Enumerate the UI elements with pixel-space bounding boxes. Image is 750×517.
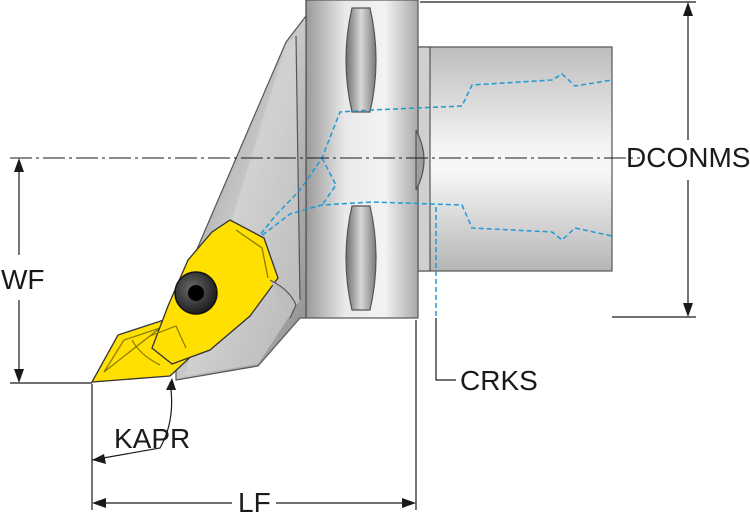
flange-slot-bottom	[345, 205, 377, 311]
lf-label: LF	[238, 487, 271, 517]
wf-label: WF	[1, 264, 45, 295]
kapr-label: KAPR	[114, 423, 190, 454]
wf-dimension	[10, 158, 92, 384]
shank	[415, 46, 613, 272]
clamp-screw	[174, 271, 218, 315]
crks-label: CRKS	[460, 365, 538, 396]
dconms-label: DCONMS	[626, 142, 750, 173]
dconms-dimension	[420, 1, 696, 318]
flange-notch	[415, 129, 425, 191]
kapr-angle	[91, 378, 176, 464]
lf-dimension	[91, 320, 417, 510]
crks-leader	[435, 318, 456, 381]
flange-slot-top	[345, 7, 377, 113]
coolant-channel	[255, 73, 613, 318]
